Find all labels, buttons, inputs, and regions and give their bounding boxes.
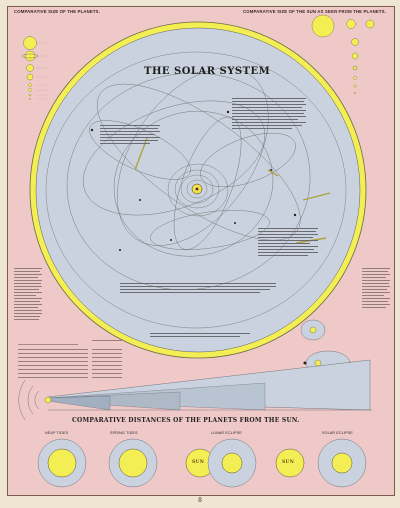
label-neap-tides: NEAP TIDES — [45, 431, 69, 435]
planet-markers — [90, 110, 297, 251]
header-right: COMPARATIVE SIZE OF THE SUN AS SEEN FROM… — [243, 9, 386, 14]
orbit-lines — [45, 51, 347, 329]
label-lunar-eclipse: LUNAR ECLIPSE — [211, 431, 242, 435]
right-planet-column — [311, 14, 375, 94]
left-planet-column — [21, 36, 39, 100]
right-info-lines — [362, 268, 390, 308]
distance-band-title: COMPARATIVE DISTANCES OF THE PLANETS FRO… — [72, 417, 300, 424]
sun-word-1: SUN — [192, 460, 205, 465]
label-spring-tides: SPRING TIDES — [110, 431, 138, 435]
sun-word-2: SUN — [282, 460, 295, 465]
left-leaders — [37, 42, 48, 100]
label-solar-eclipse: SOLAR ECLIPSE — [322, 431, 353, 435]
distance-wedges — [18, 359, 372, 421]
page-number: 8 — [198, 497, 202, 504]
left-info-lines — [14, 268, 42, 320]
eclipse-diagrams — [37, 438, 367, 488]
disk-text-blocks — [100, 98, 318, 337]
header-left: COMPARATIVE SIZE OF THE PLANETS. — [14, 9, 101, 14]
page-title: THE SOLAR SYSTEM — [144, 66, 271, 77]
planet-data-table — [18, 340, 122, 378]
